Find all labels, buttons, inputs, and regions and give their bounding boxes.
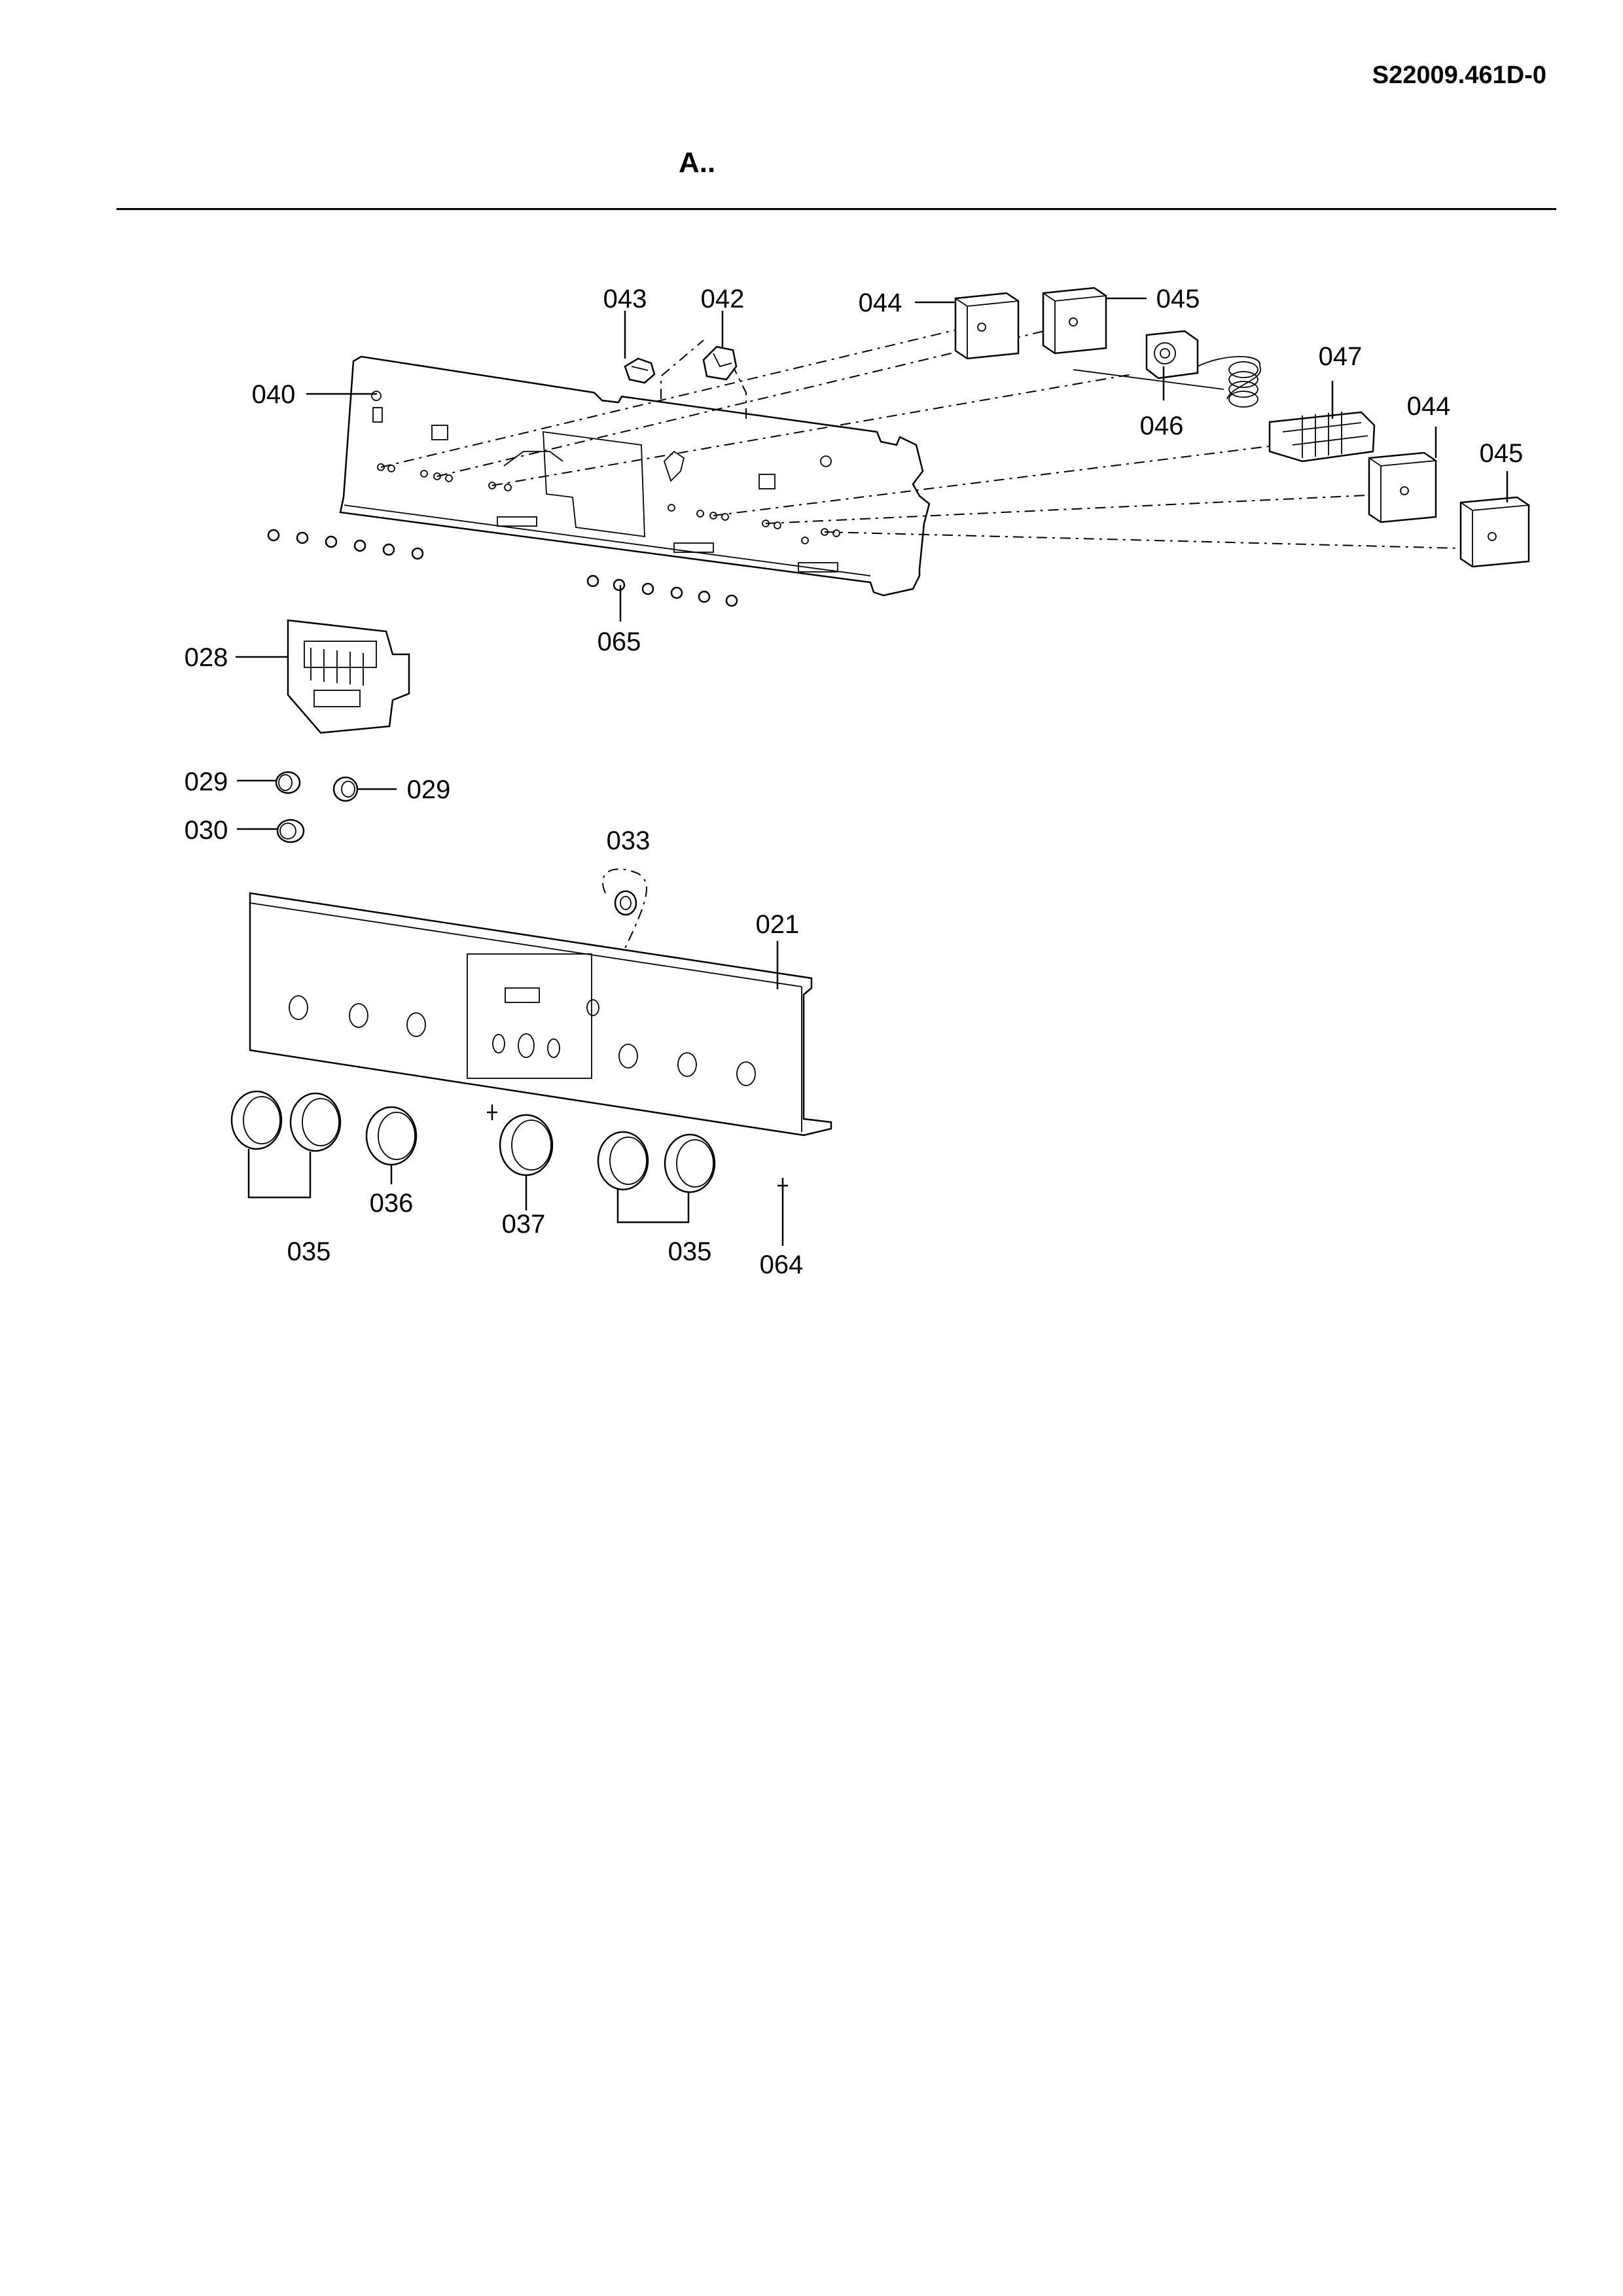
callout-029-right: 029 [407,775,451,804]
energy-regulator-044-right [1368,451,1437,523]
callout-037: 037 [502,1210,546,1239]
callout-064: 064 [760,1250,804,1279]
thermostat-046 [1073,330,1262,408]
document-number: S22009.461D-0 [1372,62,1546,89]
callout-042: 042 [701,285,745,313]
section-title: A.. [679,147,716,179]
energy-regulator-044-top [954,292,1020,360]
switch-042 [702,345,738,381]
callout-044-right: 044 [1407,392,1451,421]
callout-028: 028 [185,643,228,672]
button-029-right [332,776,359,802]
assembly-lines [380,327,1461,549]
callout-045-top: 045 [1156,285,1200,313]
callout-035-right: 035 [668,1237,712,1266]
leader-lines [236,297,1508,1246]
control-panel-021 [249,892,832,1137]
screw-panel [487,1104,497,1120]
callout-036: 036 [370,1189,414,1218]
screw-064 [777,1178,788,1199]
callout-043: 043 [603,285,647,313]
header-rule [116,208,1556,210]
callout-035-left: 035 [287,1237,331,1266]
circuit-board-028 [287,619,410,734]
callout-065: 065 [597,627,641,656]
selector-switch-047 [1268,411,1376,463]
callout-021: 021 [756,910,800,939]
button-029-left [275,771,301,794]
knob-036 [365,1106,418,1166]
callout-045-right: 045 [1480,439,1524,468]
knob-035-3 [597,1131,649,1191]
callout-047: 047 [1319,342,1363,371]
callout-040: 040 [252,380,296,409]
energy-regulator-045-top [1042,287,1107,355]
callout-046: 046 [1140,412,1184,440]
callout-029-left: 029 [185,768,228,796]
screw-row-left [267,529,424,560]
clip-043 [624,357,656,384]
knob-035-4 [664,1133,716,1193]
knob-037 [499,1114,554,1176]
knob-035-1 [230,1090,283,1150]
knob-035-2 [289,1092,342,1152]
callout-044-top: 044 [859,289,902,317]
screw-row-065 [586,574,738,607]
callout-033: 033 [607,826,651,855]
callout-030: 030 [185,816,228,845]
mounting-bracket-040 [339,355,931,597]
button-030 [276,819,305,843]
callout-labels: 043 042 044 045 047 040 046 044 045 028 … [185,285,1524,1279]
energy-regulator-045-right [1459,496,1530,568]
